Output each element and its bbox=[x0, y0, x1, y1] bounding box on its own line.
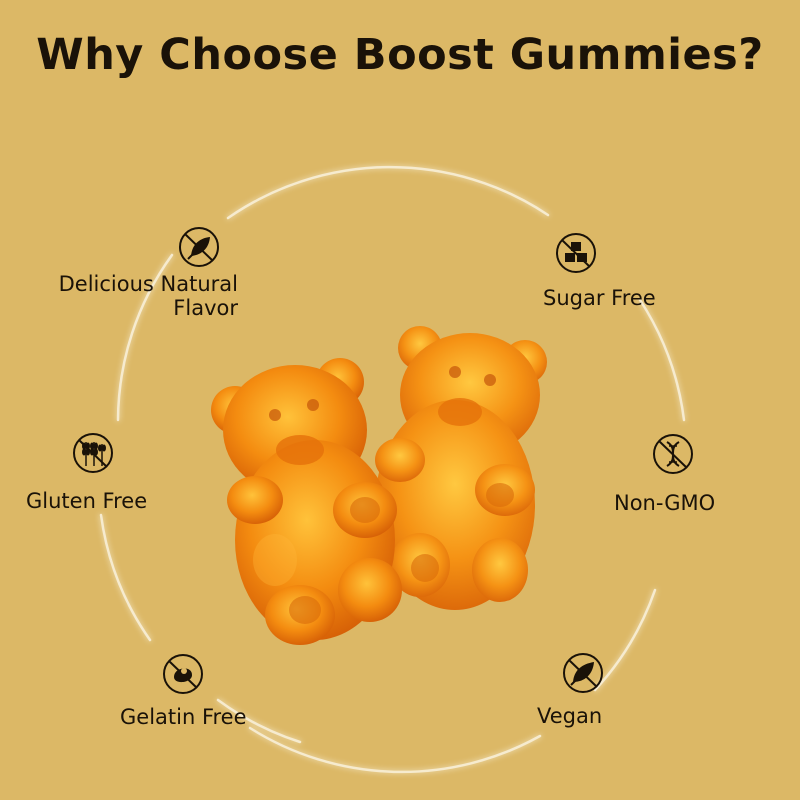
gummy-bear-right bbox=[375, 326, 547, 610]
feature-label: Sugar Free bbox=[543, 286, 656, 310]
feature-gelatin-free: Gelatin Free bbox=[120, 705, 247, 729]
feature-label: Delicious Natural bbox=[58, 272, 238, 296]
leaf-icon bbox=[179, 227, 219, 267]
feature-natural-flavor: Delicious Natural Flavor bbox=[34, 272, 238, 320]
wheat-icon bbox=[73, 433, 113, 473]
feature-label: Flavor bbox=[173, 296, 238, 320]
feature-sugar-free: Sugar Free bbox=[543, 286, 656, 310]
feature-non-gmo: Non-GMO bbox=[614, 491, 715, 515]
feature-label: Vegan bbox=[537, 704, 603, 728]
feature-label: Gelatin Free bbox=[120, 705, 247, 729]
leaf-icon bbox=[563, 653, 603, 693]
sugar-cubes-icon bbox=[556, 233, 596, 273]
gummy-bears-image bbox=[211, 326, 547, 645]
gelatin-icon bbox=[163, 654, 203, 694]
feature-vegan: Vegan bbox=[537, 704, 602, 728]
feature-gluten-free: Gluten Free bbox=[26, 489, 147, 513]
page-title: Why Choose Boost Gummies? bbox=[36, 30, 764, 80]
feature-label: Gluten Free bbox=[26, 489, 148, 513]
gummy-bear-left bbox=[211, 358, 402, 645]
feature-label: Non-GMO bbox=[614, 491, 716, 515]
dna-icon bbox=[653, 434, 693, 474]
